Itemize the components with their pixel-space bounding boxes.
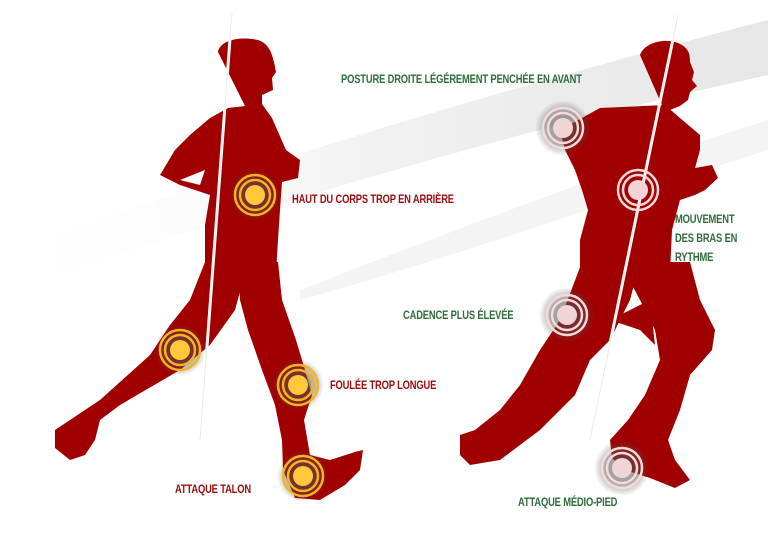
marker-back-knee — [154, 324, 206, 376]
label-arm-rhythm: MOUVEMENT DES BRAS EN RYTHME — [675, 212, 738, 264]
label-midfoot: ATTAQUE MÉDIO-PIED — [518, 495, 618, 509]
label-cadence: CADENCE PLUS ÉLEVÉE — [403, 308, 514, 322]
marker-front-knee — [272, 359, 324, 411]
label-heel-strike: ATTAQUE TALON — [175, 482, 251, 496]
marker-arm-rhythm — [616, 168, 660, 212]
marker-upper-body — [229, 169, 281, 221]
marker-shoulder-posture — [535, 100, 591, 156]
label-posture: POSTURE DROITE LÉGÉREMENT PENCHÉE EN AVA… — [341, 72, 582, 86]
background-swoosh — [0, 20, 768, 290]
label-upper-body: HAUT DU CORPS TROP EN ARRIÈRE — [292, 192, 454, 206]
marker-midfoot — [594, 440, 650, 496]
marker-heel-strike — [277, 450, 329, 502]
left-runner-silhouette — [55, 38, 363, 500]
label-stride: FOULÉE TROP LONGUE — [330, 378, 437, 392]
marker-cadence — [539, 287, 595, 343]
